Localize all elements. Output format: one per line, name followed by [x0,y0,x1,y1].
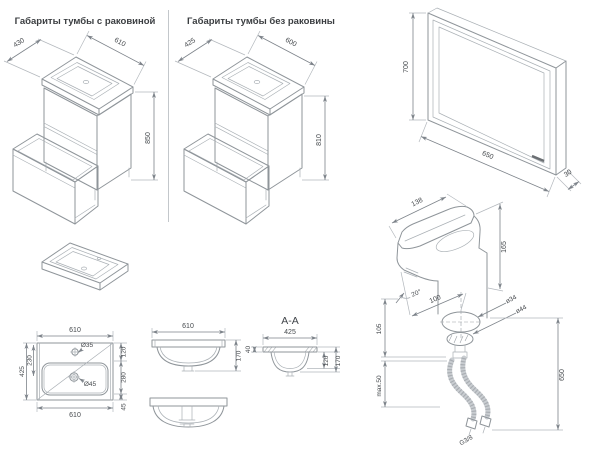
dim-depth-430: 430 [12,37,26,49]
cabinet-without-sink-drawing [183,56,305,225]
cabinet-with-sink-drawing [12,56,134,225]
sink-top-view-drawing [36,342,114,401]
dim-mirror-width-650: 650 [481,150,495,161]
mirror-dimensions: 700 650 30 [403,12,582,198]
dim-width-610: 610 [113,37,127,49]
section-aa-drawing [262,346,318,377]
mirror-panel: 700 650 30 [403,7,582,198]
panel-title-without-sink: Габариты тумбы без раковины [187,16,335,27]
dim-sinkfront-height: 170 [236,350,243,361]
section-title: A-A [281,315,299,327]
cabinet-without-sink-panel: Габариты тумбы без раковины 425 600 810 [174,16,335,225]
dim-sinktop-offset-230: 230 [27,355,34,366]
dim-section-width: 425 [284,329,296,336]
dim-faucet-reach-100: 100 [429,294,443,305]
sink-front-view-dimensions: 610 170 [151,323,243,372]
dim-faucet-hose-650: 650 [559,369,566,381]
dim-sinktop-rim-back-120: 120 [121,346,128,357]
dim-section-rim-40: 40 [245,346,252,354]
sink-top-view: 610 610 425 230 120 280 45 Ø35 Ø45 [19,327,128,419]
cabinet-with-sink-panel: Габариты тумбы с раковиной 430 610 850 [3,16,158,225]
label-faucet-thread: G3/8 [458,434,474,447]
dim-mirror-height-700: 700 [403,61,410,73]
sink-front-view-drawing [151,339,226,372]
sink-top-view-dimensions: 610 610 425 230 120 280 45 Ø35 Ø45 [19,327,128,419]
dim-faucet-dia44: ø44 [515,304,529,315]
dim-sinktop-rim-front-45: 45 [121,403,128,411]
dim-section-inner-120: 120 [323,355,330,366]
dim-sinktop-depth: 425 [19,366,26,377]
dim-faucet-height-165: 165 [501,241,508,253]
dim-faucet-angle-20: 20° [410,287,422,298]
dim-height-850: 850 [145,132,152,144]
dim-sinkfront-width: 610 [182,323,194,330]
faucet-panel: 138 165 20° 100 105 max.50 ø34 ø44 650 G… [376,193,566,447]
dim-depth-425: 425 [183,37,197,49]
sink-front-view: 610 170 [151,323,243,372]
sink-isometric-drawing [41,242,129,291]
dim-faucet-spout-height-105: 105 [376,323,383,334]
dim-sinktop-basin-280: 280 [121,372,128,383]
mirror-drawing [427,7,567,176]
section-aa-dimensions: 425 40 120 170 [245,329,342,373]
sink-bottom-view-drawing [149,397,228,428]
dim-sinktop-width-bottom: 610 [69,412,81,419]
dim-sinktop-width-top: 610 [69,327,81,334]
section-aa: A-A 425 40 120 170 [245,315,342,377]
panel-title-with-sink: Габариты тумбы с раковиной [15,16,156,27]
dim-section-height-170: 170 [335,355,342,366]
dim-width-600: 600 [284,37,298,49]
cabinet-without-sink-dimensions: 425 600 810 [174,30,329,181]
dim-faucet-length-138: 138 [411,197,425,209]
dim-height-810: 810 [316,134,323,146]
label-drain-d45: Ø45 [84,381,97,388]
dim-mirror-depth-30: 30 [563,169,573,179]
dim-faucet-max-mount: max.50 [376,375,383,397]
faucet-drawing [396,205,492,436]
label-faucet-hole-d35: Ø35 [81,342,94,349]
dim-faucet-dia34: ø34 [505,294,519,305]
